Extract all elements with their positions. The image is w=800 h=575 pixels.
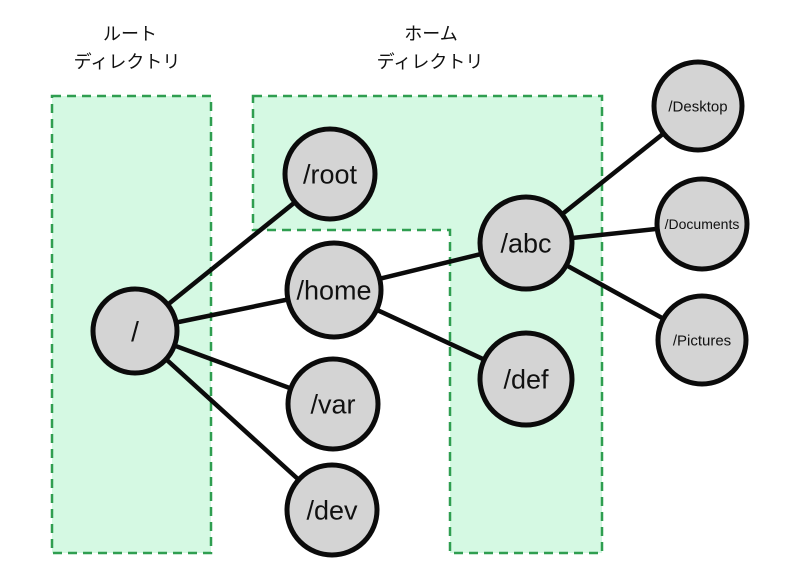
nodes-layer: / /root/home/var/dev/abc/def/Desktop/Docu…	[90, 59, 750, 558]
directory-node-pictures: /Pictures	[655, 293, 749, 387]
directory-node-documents: /Documents	[654, 176, 750, 272]
directory-node-desktop: /Desktop	[651, 59, 745, 153]
directory-node-home: /home	[284, 240, 384, 340]
node-circle-def	[477, 330, 575, 428]
node-label-def: /def	[503, 364, 549, 394]
region-labels: ルート ディレクトリ ホーム ディレクトリ	[74, 24, 484, 72]
node-label-var: /var	[310, 389, 355, 419]
node-label-documents: /Documents	[665, 216, 740, 232]
node-circle-abc	[477, 194, 575, 292]
home-region-label-line-2: ディレクトリ	[377, 52, 484, 72]
node-label-abc: /abc	[500, 228, 551, 258]
directory-node-def: /def	[477, 330, 575, 428]
directory-node-abc: /abc	[477, 194, 575, 292]
directory-node-var: /var	[285, 356, 381, 452]
node-circle-dev	[284, 462, 380, 558]
directory-node-root: /root	[282, 126, 378, 222]
node-label-root: /root	[303, 159, 358, 189]
root-region-label-line-1: ルート	[103, 24, 157, 44]
node-label-dev: /dev	[306, 495, 358, 525]
node-circle-fs-root	[90, 286, 180, 376]
node-circle-pictures	[655, 293, 749, 387]
root-region-label-line-2: ディレクトリ	[74, 52, 181, 72]
node-circle-documents	[654, 176, 750, 272]
node-label-fs-root: /	[131, 316, 139, 347]
node-label-home: /home	[296, 275, 371, 305]
node-circle-home	[284, 240, 384, 340]
node-label-desktop: /Desktop	[668, 98, 727, 115]
directory-node-fs-root: /	[90, 286, 180, 376]
node-circle-var	[285, 356, 381, 452]
node-label-pictures: /Pictures	[673, 332, 731, 349]
home-region-label-line-1: ホーム	[404, 24, 457, 44]
node-circle-root	[282, 126, 378, 222]
node-circle-desktop	[651, 59, 745, 153]
directory-node-dev: /dev	[284, 462, 380, 558]
